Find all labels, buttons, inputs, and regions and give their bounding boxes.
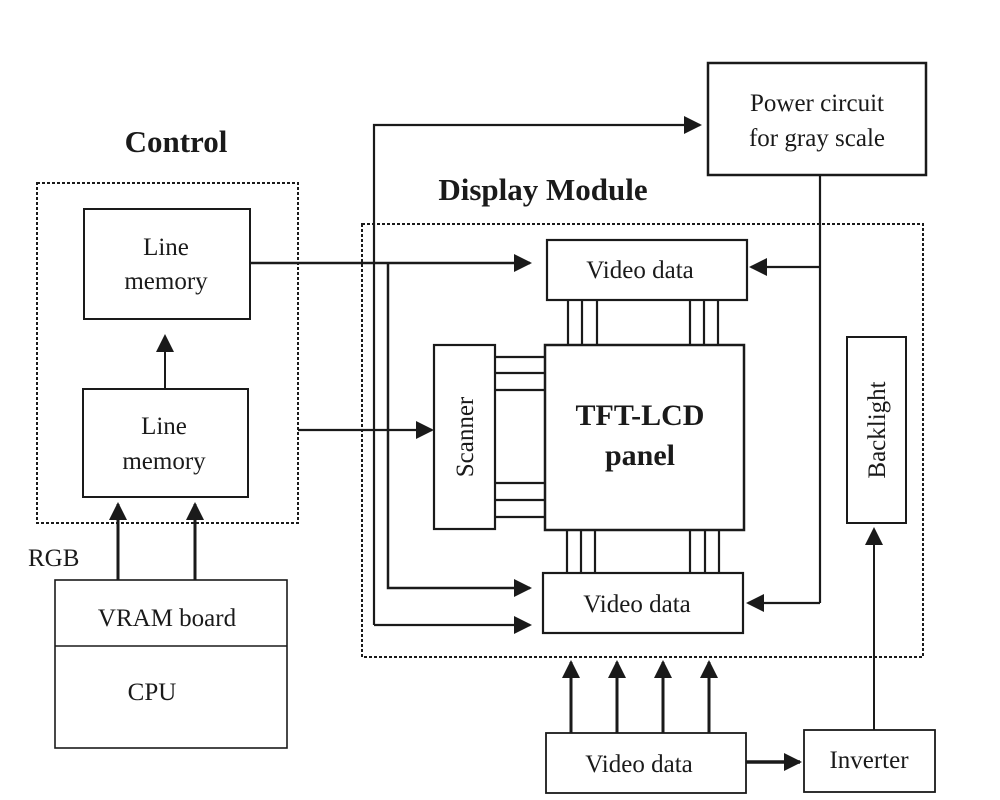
video-data-bottom-label: Video data bbox=[583, 591, 690, 618]
tft-lcd-panel-label-1: TFT-LCD bbox=[576, 399, 705, 432]
inverter-label: Inverter bbox=[829, 747, 909, 774]
vram-board-label: VRAM board bbox=[98, 605, 237, 632]
display-module-group-title: Display Module bbox=[438, 172, 647, 207]
line-memory-top-block: Line memory bbox=[83, 208, 251, 320]
power-circuit-block: Power circuit for gray scale bbox=[706, 61, 928, 177]
video-data-top-block: Video data bbox=[545, 238, 749, 302]
display-module-boundary bbox=[361, 223, 924, 658]
cpu-label: CPU bbox=[128, 679, 177, 706]
bus-video-top-to-panel bbox=[566, 300, 720, 345]
scanner-label: Scanner bbox=[452, 396, 479, 477]
line-memory-bottom-label-1: Line bbox=[141, 413, 187, 440]
power-circuit-label-2: for gray scale bbox=[749, 125, 885, 152]
video-data-external-block: Video data bbox=[545, 732, 747, 794]
inverter-block: Inverter bbox=[803, 729, 936, 793]
power-circuit-label-1: Power circuit bbox=[750, 90, 884, 117]
line-memory-top-label-1: Line bbox=[143, 234, 189, 261]
arrow-linemem-top-to-video-bottom bbox=[386, 263, 532, 597]
backlight-block: Backlight bbox=[846, 336, 907, 524]
video-data-top-label: Video data bbox=[586, 257, 693, 284]
tft-lcd-panel-label-2: panel bbox=[605, 439, 675, 472]
video-data-bottom-block: Video data bbox=[541, 571, 745, 635]
rgb-signal-label: RGB bbox=[28, 545, 79, 572]
arrow-to-power-circuit bbox=[372, 116, 702, 625]
line-memory-bottom-block: Line memory bbox=[82, 388, 249, 498]
line-memory-top-label-2: memory bbox=[124, 268, 208, 295]
control-group-boundary bbox=[36, 182, 299, 524]
control-group-title: Control bbox=[125, 124, 228, 159]
vram-cpu-block: VRAM board CPU bbox=[54, 579, 288, 749]
backlight-label: Backlight bbox=[864, 381, 891, 478]
scanner-block: Scanner bbox=[432, 343, 497, 531]
tft-lcd-panel-block: TFT-LCD panel bbox=[543, 343, 746, 532]
bus-scanner-to-panel bbox=[495, 355, 545, 519]
bus-panel-to-video-bottom bbox=[565, 530, 721, 573]
line-memory-bottom-label-2: memory bbox=[122, 448, 206, 475]
video-data-external-label: Video data bbox=[585, 751, 692, 778]
